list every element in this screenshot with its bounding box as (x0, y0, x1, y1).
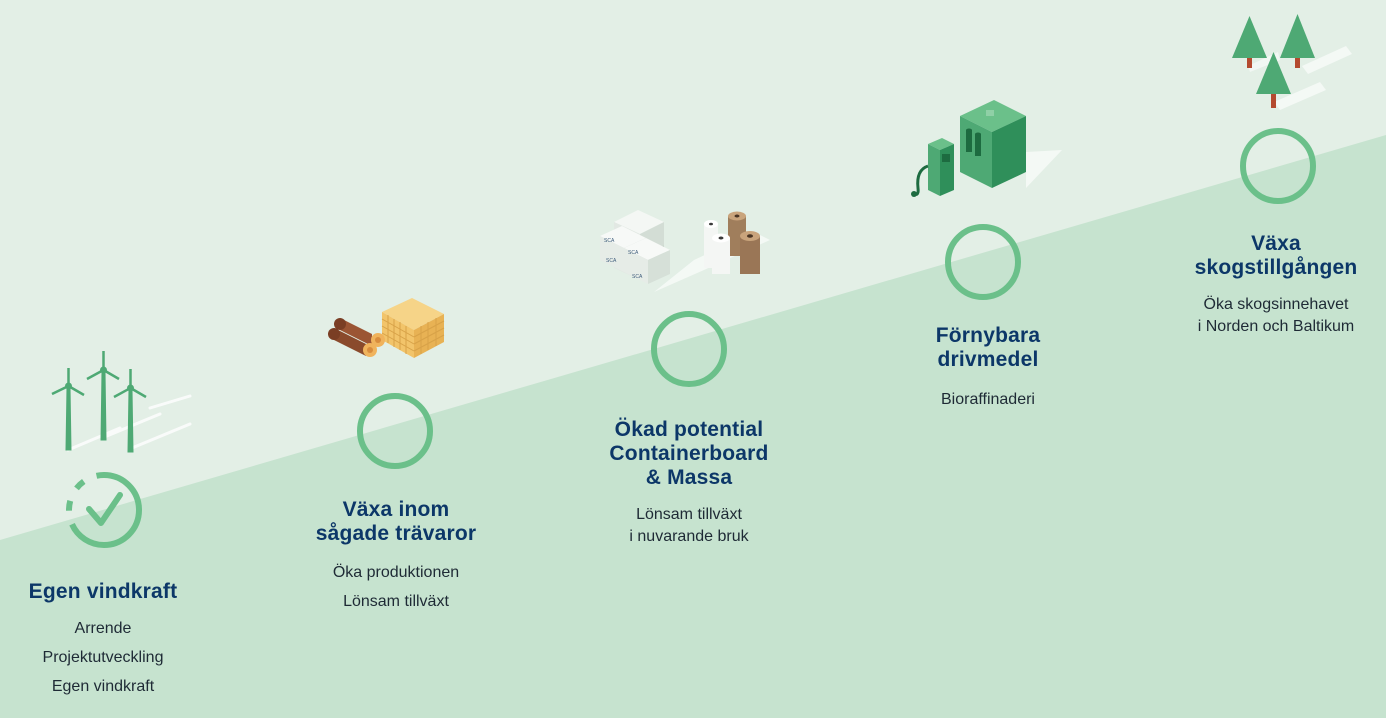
step-marker-circle (1240, 128, 1316, 204)
step-containerboard-pulp: Ökad potential Containerboard & Massa Lö… (572, 418, 806, 548)
step-item: Projektutveckling (42, 649, 164, 666)
step-item: i nuvarande bruk (629, 528, 749, 545)
step-sawn-timber: Växa inom sågade trävaror Öka produktion… (268, 498, 524, 613)
step-marker-circle (945, 224, 1021, 300)
step-title: Växa inom (342, 498, 450, 521)
step-marker-circle (651, 311, 727, 387)
step-item: i Norden och Baltikum (1197, 318, 1355, 335)
bale-label: SCA (606, 258, 617, 264)
step-title: Ökad potential (614, 418, 764, 441)
step-item: Lönsam tillväxt (343, 593, 449, 610)
step-renewable-fuels: Förnybara drivmedel Bioraffinaderi (888, 324, 1088, 411)
step-grow-forest-assets: Växa skogstillgången Öka skogsinnehavet … (1166, 232, 1386, 338)
step-title: sågade trävaror (315, 522, 477, 545)
step-own-wind-power: Egen vindkraft Arrende Projektutveckling… (0, 580, 206, 698)
timber-logs-icon (328, 298, 445, 358)
step-title: Egen vindkraft (28, 580, 178, 603)
paper-bales-rolls-icon (600, 210, 770, 292)
dashed-check-circle-icon (66, 472, 142, 548)
step-item: Bioraffinaderi (941, 391, 1035, 408)
wind-turbines-icon (51, 351, 192, 453)
step-item: Öka produktionen (332, 564, 460, 581)
step-title: drivmedel (937, 348, 1039, 371)
step-marker-circle (357, 393, 433, 469)
forest-trees-icon (1232, 14, 1352, 110)
step-item: Egen vindkraft (51, 678, 155, 695)
step-item: Lönsam tillväxt (636, 506, 742, 523)
step-title: Förnybara (935, 324, 1041, 347)
step-title: Växa (1251, 232, 1301, 255)
step-item: Öka skogsinnehavet (1203, 296, 1349, 313)
bale-label: SCA (632, 274, 643, 280)
biorefinery-fuel-pump-icon (911, 100, 1062, 197)
step-title: skogstillgången (1194, 256, 1358, 279)
bale-label: SCA (628, 250, 639, 256)
step-title: Containerboard (609, 442, 769, 465)
step-item: Arrende (74, 620, 132, 637)
bale-label: SCA (604, 238, 615, 244)
step-title: & Massa (645, 466, 733, 489)
